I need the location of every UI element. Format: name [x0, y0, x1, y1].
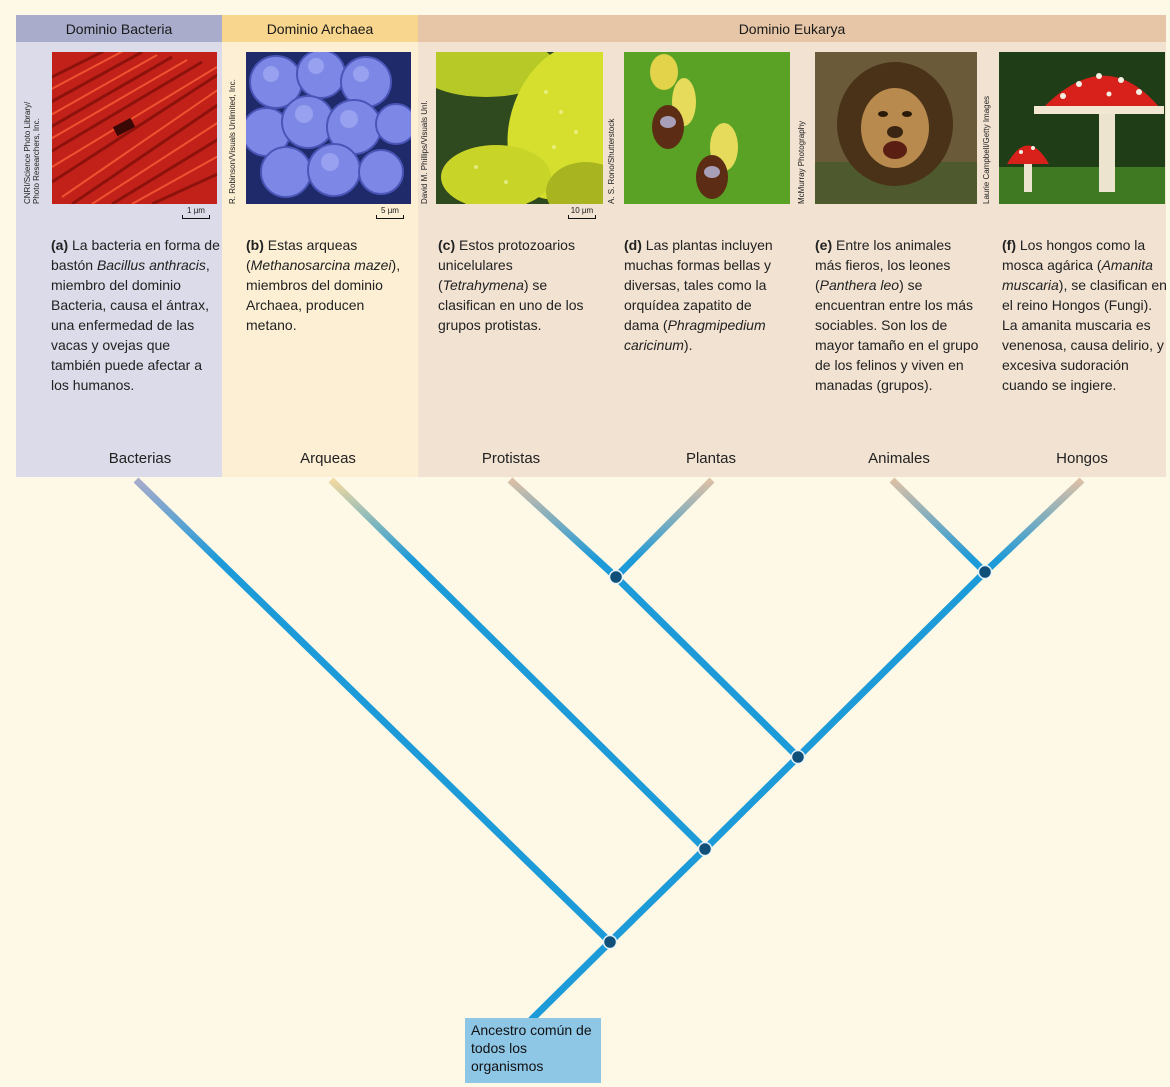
branch-archaea-eukarya — [610, 849, 705, 942]
branch-bacterias — [136, 480, 610, 942]
branch-eukarya — [705, 757, 798, 849]
branch-plantas — [616, 480, 712, 577]
branch-root — [531, 942, 610, 1020]
branch-arqueas — [331, 480, 705, 849]
branch-animales-hongos — [798, 572, 985, 757]
branch-protistas — [510, 480, 616, 577]
node-animales-hongos — [979, 566, 992, 579]
branch-hongos — [985, 480, 1082, 572]
branch-protistas-plantas — [616, 577, 798, 757]
common-ancestor-box: Ancestro común de todos los organismos — [465, 1018, 601, 1083]
node-eukarya — [792, 751, 805, 764]
node-archaea-eukarya — [699, 843, 712, 856]
node-protistas-plantas — [610, 571, 623, 584]
node-root — [604, 936, 617, 949]
branch-animales — [892, 480, 985, 572]
